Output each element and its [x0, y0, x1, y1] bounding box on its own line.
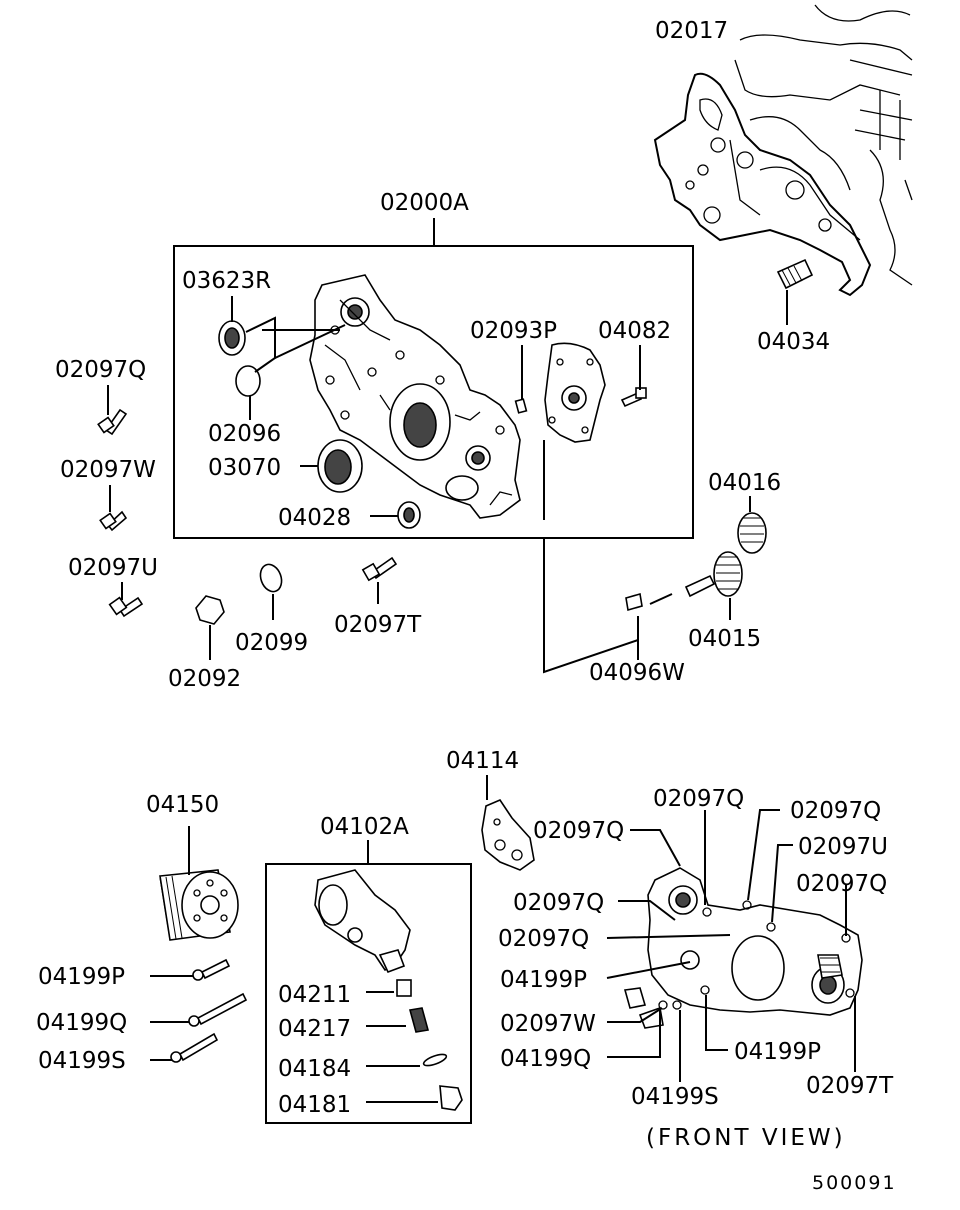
label-02093P: 02093P: [470, 318, 557, 344]
label-04028: 04028: [278, 505, 351, 531]
label-front-02097T: 02097T: [806, 1073, 894, 1099]
label-front-02097Q-e: 02097Q: [513, 890, 604, 916]
bolt-02097Q: [97, 385, 128, 436]
oil-filter-bracket: [314, 869, 411, 974]
oil-pump-case-front-view: [623, 867, 863, 1029]
oil-filter-04150: [159, 826, 239, 941]
plug-02096: [235, 365, 261, 397]
plug-04181: [366, 1085, 463, 1111]
relief-plunger-04211: [366, 979, 412, 997]
label-04150: 04150: [146, 792, 219, 818]
bolt-02097T: [361, 556, 398, 604]
label-04082: 04082: [598, 318, 671, 344]
o-ring-02099: [259, 563, 283, 620]
part-labels: 02017 02000A 03623R 02093P 04082 04034 0…: [36, 18, 897, 1194]
label-02097U: 02097U: [68, 555, 158, 581]
label-front-02097Q-c: 02097Q: [533, 818, 624, 844]
label-front-04199Q: 04199Q: [500, 1046, 591, 1072]
oil-pump-case: [309, 274, 521, 519]
oil-pump-cover: [544, 342, 606, 443]
label-04015: 04015: [688, 626, 761, 652]
label-04096W: 04096W: [589, 660, 685, 686]
label-04016: 04016: [708, 470, 781, 496]
gasket-04114: [481, 775, 535, 871]
label-front-04199P-a: 04199P: [500, 967, 587, 993]
label-04211: 04211: [278, 982, 351, 1008]
label-02017: 02017: [655, 18, 728, 44]
oil-pressure-switch: [776, 258, 814, 290]
label-02097W: 02097W: [60, 457, 156, 483]
bolt-04199S: [150, 1032, 219, 1063]
label-front-02097Q-d: 02097Q: [796, 871, 887, 897]
label-front-02097Q-f: 02097Q: [498, 926, 589, 952]
front-view-caption: (FRONT VIEW): [646, 1125, 846, 1151]
label-front-02097Q-a: 02097Q: [653, 786, 744, 812]
label-04199P: 04199P: [38, 964, 125, 990]
bolt-02097U: [108, 582, 144, 618]
label-02097T: 02097T: [334, 612, 422, 638]
label-04199Q: 04199Q: [36, 1010, 127, 1036]
label-02097Q: 02097Q: [55, 357, 146, 383]
bolt-02097W: [99, 485, 128, 532]
gasket-02092: [195, 595, 225, 660]
label-02000A: 02000A: [380, 190, 469, 216]
label-04217: 04217: [278, 1016, 351, 1042]
label-front-02097U: 02097U: [798, 834, 888, 860]
label-02092: 02092: [168, 666, 241, 692]
leader-lines-assembly: [231, 218, 788, 674]
oil-seal-03623R: [218, 320, 246, 356]
label-front-02097Q-b: 02097Q: [790, 798, 881, 824]
label-04181: 04181: [278, 1092, 351, 1118]
label-02099: 02099: [235, 630, 308, 656]
label-04114: 04114: [446, 748, 519, 774]
diagram-id: 500091: [812, 1172, 897, 1194]
label-03623R: 03623R: [182, 268, 271, 294]
front-case-gasket: [653, 72, 872, 297]
engine-block-illustration: [729, 4, 913, 286]
bolt-04082: [620, 387, 647, 408]
label-front-02097W: 02097W: [500, 1011, 596, 1037]
label-front-04199S: 04199S: [631, 1084, 719, 1110]
bolt-04096W: [625, 592, 673, 612]
label-front-04199P-b: 04199P: [734, 1039, 821, 1065]
dowel-pin-02093P: [514, 398, 528, 414]
label-02096: 02096: [208, 421, 281, 447]
gear-04016: [737, 496, 767, 554]
relief-spring-04217: [366, 1007, 430, 1033]
oil-seal-03070: [317, 439, 363, 493]
bolt-04199P: [150, 958, 231, 981]
label-04034: 04034: [757, 329, 830, 355]
seal-04028: [397, 501, 421, 529]
label-04199S: 04199S: [38, 1048, 126, 1074]
label-04102A: 04102A: [320, 814, 409, 840]
label-03070: 03070: [208, 455, 281, 481]
label-04184: 04184: [278, 1056, 351, 1082]
gasket-04184: [366, 1053, 448, 1067]
leader-lines-front-view: [606, 809, 856, 1082]
bolt-04199Q: [150, 992, 248, 1027]
shaft-gear-04015: [684, 551, 743, 620]
